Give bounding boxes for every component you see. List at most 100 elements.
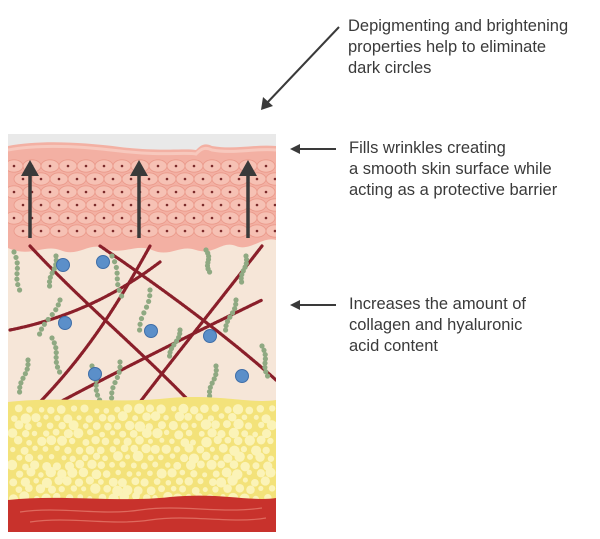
fat-globule [268, 485, 276, 492]
fat-globule [145, 404, 155, 413]
elastin-bead [45, 316, 51, 323]
fat-globule [61, 455, 67, 461]
elastin-bead [36, 331, 43, 337]
fat-globule [207, 428, 217, 438]
fat-globule [184, 477, 194, 486]
elastin-bead [116, 369, 122, 375]
fat-globule [54, 445, 60, 452]
fat-globule [163, 414, 169, 421]
fat-globule [184, 443, 194, 453]
fat-globule [165, 462, 171, 468]
elastin-bead [233, 297, 239, 303]
fat-globule [42, 446, 49, 452]
fat-globule [16, 454, 23, 461]
elastin-bead [111, 259, 118, 265]
cell-nucleus [75, 177, 79, 181]
elastin-bead [206, 393, 213, 399]
cell-nucleus [237, 229, 241, 233]
cell-nucleus [201, 203, 205, 207]
fat-globule [104, 422, 112, 431]
elastin-bead [223, 323, 229, 329]
elastin-bead [14, 276, 20, 282]
annotation-line: Fills wrinkles creating [349, 139, 506, 157]
elastin-bead [109, 390, 115, 396]
cell-nucleus [264, 164, 268, 168]
fat-globule [70, 485, 78, 492]
fat-globule [24, 453, 34, 463]
fat-globule [129, 430, 138, 438]
elastin-bead [232, 305, 238, 312]
left-arrow-icon [290, 144, 336, 154]
fat-globule [212, 470, 220, 478]
elastin-bead [25, 357, 31, 363]
fat-globule [217, 429, 226, 439]
cell-nucleus [174, 164, 178, 168]
annotation-line: dark circles [348, 59, 432, 77]
fat-globule [267, 437, 274, 445]
elastin-bead [93, 387, 99, 393]
cell-nucleus [165, 203, 169, 207]
elastin-bead [114, 270, 120, 276]
fat-globule [41, 477, 53, 489]
fat-globule [108, 477, 118, 487]
fat-globule [102, 455, 108, 462]
fat-globule [258, 421, 265, 429]
fat-globule [185, 429, 193, 437]
cell-nucleus [165, 229, 169, 233]
elastin-bead [13, 254, 19, 261]
fat-globule [80, 404, 89, 413]
fat-globule [57, 435, 68, 446]
fat-globule [26, 406, 33, 413]
fat-globule [206, 459, 217, 470]
elastin-bead [46, 283, 53, 289]
fat-globule [92, 452, 101, 460]
cell-nucleus [255, 203, 259, 207]
elastin-bead [206, 389, 213, 395]
elastin-bead [56, 369, 63, 375]
elastin-bead [118, 293, 125, 299]
fat-globule [265, 467, 276, 478]
cell-nucleus [12, 190, 16, 194]
fat-globule [209, 478, 217, 487]
fat-globule [119, 461, 126, 468]
elastin-bead [259, 343, 265, 349]
fat-globule [63, 429, 73, 439]
elastin-bead [14, 271, 20, 277]
fat-globule [147, 438, 153, 444]
fat-globule [196, 460, 205, 469]
elastin-bead [16, 287, 23, 293]
hyaluronic-sphere [56, 258, 70, 272]
fat-globule [141, 428, 152, 439]
fat-globule [252, 462, 260, 470]
cell-nucleus [84, 164, 88, 168]
elastin-bead [233, 301, 239, 307]
fat-globule [212, 486, 219, 493]
fat-globule [147, 470, 153, 477]
cell-nucleus [120, 164, 124, 168]
fat-globule [20, 446, 29, 455]
muscle-fiber [19, 507, 263, 513]
fat-globule [33, 478, 39, 484]
fat-globule [217, 460, 226, 469]
fat-globule [24, 484, 33, 493]
fat-globule [14, 404, 23, 413]
cell-nucleus [84, 190, 88, 194]
fat-globule [140, 478, 149, 487]
fat-globule [52, 428, 60, 436]
fat-globule [179, 485, 187, 493]
cell-nucleus [192, 216, 196, 220]
fat-globule [37, 436, 47, 446]
fat-globule [267, 455, 275, 462]
fat-globule [103, 484, 112, 493]
fat-globule [13, 436, 23, 445]
fat-globule [244, 422, 253, 430]
fat-globule [218, 413, 225, 419]
fat-globule [68, 437, 76, 445]
fat-globule [201, 451, 211, 461]
cell-nucleus [228, 216, 232, 220]
fat-globule [92, 422, 101, 430]
elastin-bead [49, 311, 55, 318]
fat-globule [82, 423, 89, 429]
elastin-bead [177, 327, 183, 333]
fat-globule [99, 431, 106, 438]
